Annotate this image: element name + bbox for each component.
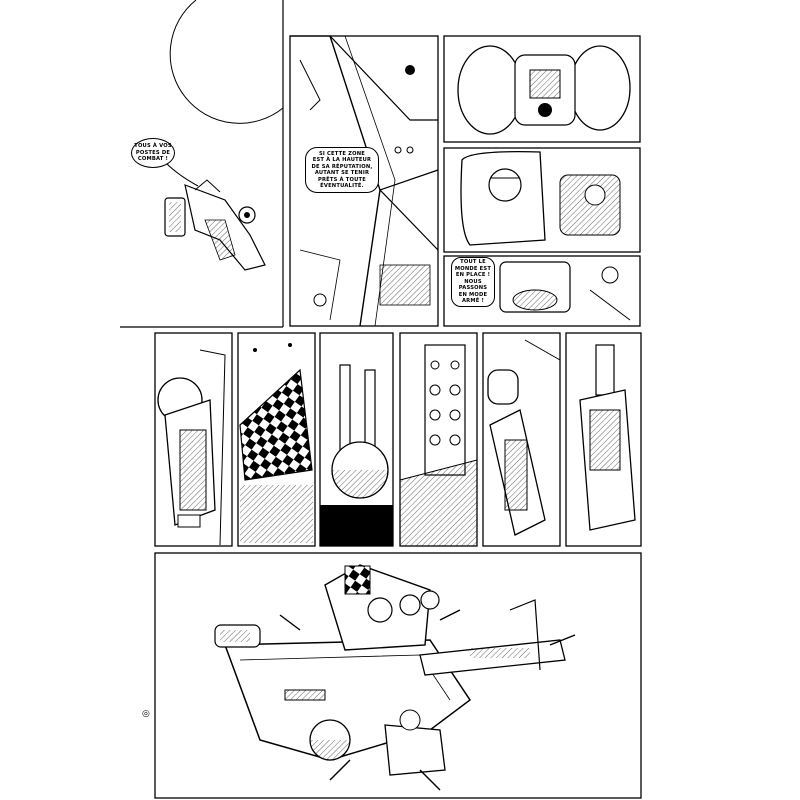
panel-ship-in-space	[120, 0, 284, 328]
speech-bubble-zone-reputation: SI CETTE ZONE EST À LA HAUTEUR DE SA RÉP…	[305, 147, 379, 193]
panel-cannon-1	[154, 332, 233, 547]
page-mark: ◎	[142, 709, 150, 719]
panel-battleship	[154, 552, 642, 799]
panel-checker-hull	[237, 332, 316, 547]
panel-barrel-2	[565, 332, 642, 547]
panel-pilot-seat	[443, 147, 641, 253]
planet-arc	[169, 0, 284, 124]
small-ship-drawing	[164, 179, 266, 271]
panel-cockpit-robot	[443, 35, 641, 143]
panel-control-rack	[399, 332, 478, 547]
panel-barrel-1	[482, 332, 561, 547]
speech-bubble-combat-stations: TOUS À VOS POSTES DE COMBAT !	[131, 138, 175, 168]
panel-twin-cannons	[319, 332, 394, 547]
speech-bubble-armed-mode: TOUT LE MONDE EST EN PLACE ! NOUS PASSON…	[451, 257, 495, 307]
